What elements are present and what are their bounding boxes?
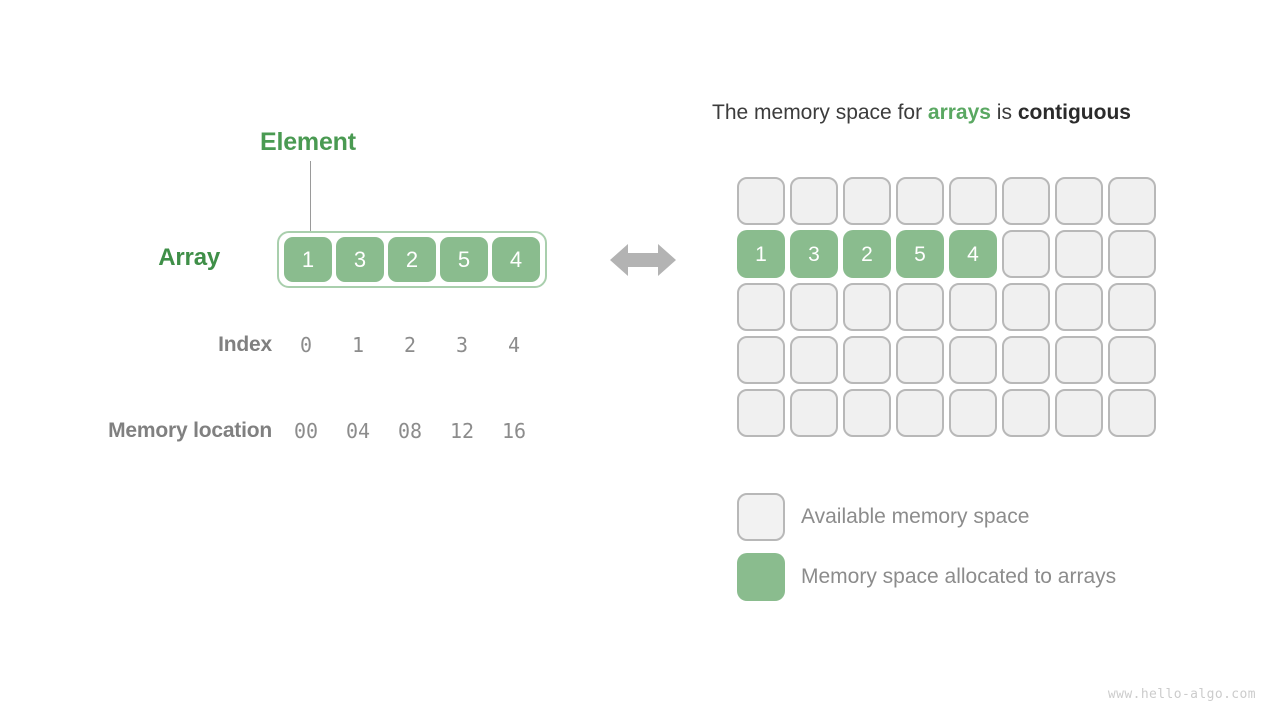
memory-cell-available <box>843 177 891 225</box>
memory-location-value: 04 <box>345 419 371 443</box>
legend-row: Memory space allocated to arrays <box>737 553 1116 601</box>
memory-cell-available <box>1055 177 1103 225</box>
array-label: Array <box>158 244 220 271</box>
memory-location-label: Memory location <box>108 419 272 442</box>
memory-cell-available <box>1055 336 1103 384</box>
index-value: 3 <box>455 333 469 357</box>
index-value: 2 <box>403 333 417 357</box>
index-label: Index <box>218 333 272 356</box>
memory-cell-available <box>896 177 944 225</box>
memory-cell-available <box>1002 389 1050 437</box>
memory-cell-available <box>790 177 838 225</box>
memory-cell-available <box>790 283 838 331</box>
memory-cell-available <box>843 389 891 437</box>
element-callout-connector-line <box>310 161 311 237</box>
memory-cell-available <box>949 389 997 437</box>
memory-cell-available <box>896 283 944 331</box>
memory-title-part1: The memory space for <box>712 101 928 124</box>
memory-location-values-row: 00 04 08 12 16 <box>277 419 543 443</box>
memory-title-highlight: arrays <box>927 101 991 124</box>
memory-location-value: 16 <box>501 419 527 443</box>
memory-cell-available <box>1108 230 1156 278</box>
memory-cell-available <box>790 389 838 437</box>
index-value: 0 <box>299 333 313 357</box>
memory-title: The memory space for arrays is contiguou… <box>712 101 1131 125</box>
legend-label: Memory space allocated to arrays <box>801 565 1117 588</box>
memory-cell-available <box>1002 336 1050 384</box>
legend-row: Available memory space <box>737 493 1116 541</box>
memory-cell-allocated: 4 <box>949 230 997 278</box>
memory-cell-allocated: 1 <box>737 230 785 278</box>
array-cell: 5 <box>440 237 488 282</box>
memory-cell-available <box>1002 177 1050 225</box>
double-arrow-icon <box>610 244 676 276</box>
memory-cell-available <box>1002 283 1050 331</box>
memory-cell-available <box>1108 177 1156 225</box>
element-callout-label: Element <box>260 128 356 156</box>
memory-cell-available <box>949 177 997 225</box>
memory-cell-available <box>949 283 997 331</box>
memory-cell-available <box>1002 230 1050 278</box>
memory-cell-available <box>1055 230 1103 278</box>
array-cell: 1 <box>284 237 332 282</box>
legend-label: Available memory space <box>801 505 1030 528</box>
memory-cell-allocated: 5 <box>896 230 944 278</box>
legend-swatch-allocated <box>737 553 785 601</box>
index-value: 4 <box>507 333 521 357</box>
array-cell: 3 <box>336 237 384 282</box>
memory-location-value: 08 <box>397 419 423 443</box>
index-values-row: 0 1 2 3 4 <box>277 333 543 357</box>
watermark: www.hello-algo.com <box>1107 687 1256 702</box>
memory-location-value: 12 <box>449 419 475 443</box>
memory-cell-available <box>737 336 785 384</box>
memory-cell-available <box>843 336 891 384</box>
array-cell: 4 <box>492 237 540 282</box>
memory-cell-allocated: 3 <box>790 230 838 278</box>
memory-cell-available <box>1108 336 1156 384</box>
memory-title-emphasis: contiguous <box>1017 101 1131 124</box>
memory-cell-available <box>1055 389 1103 437</box>
memory-cell-available <box>843 283 891 331</box>
memory-cell-available <box>896 336 944 384</box>
memory-cell-allocated: 2 <box>843 230 891 278</box>
memory-location-value: 00 <box>293 419 319 443</box>
memory-cell-available <box>790 336 838 384</box>
memory-title-part2: is <box>990 101 1018 124</box>
index-value: 1 <box>351 333 365 357</box>
memory-cell-available <box>737 177 785 225</box>
array-cell: 2 <box>388 237 436 282</box>
legend-swatch-available <box>737 493 785 541</box>
memory-cell-available <box>949 336 997 384</box>
memory-cell-available <box>737 389 785 437</box>
memory-cell-available <box>1108 283 1156 331</box>
memory-cell-available <box>1055 283 1103 331</box>
memory-cell-available <box>896 389 944 437</box>
memory-cell-available <box>737 283 785 331</box>
memory-cell-available <box>1108 389 1156 437</box>
